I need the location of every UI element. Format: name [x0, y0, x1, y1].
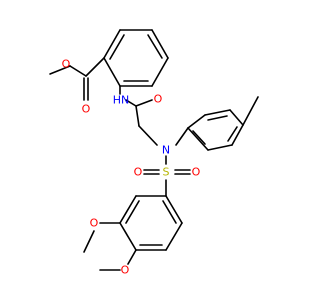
sulfonyl-oxygen-right-label: O: [192, 166, 201, 179]
ester-carbonyl-oxygen-label: O: [82, 103, 91, 116]
chemical-structure: O O HN O N S O O O O: [49, 29, 259, 277]
sulfonamide-nitrogen-label: N: [162, 144, 170, 157]
amide-nitrogen-label: HN: [113, 94, 130, 107]
methoxy-oxygen-4-label: O: [121, 264, 130, 277]
methoxy-oxygen-3-label: O: [90, 217, 99, 230]
sulfonyl-oxygen-left-label: O: [134, 166, 143, 179]
amide-oxygen-label: O: [154, 93, 163, 106]
atom-labels: O O HN O N S O O O O: [62, 58, 201, 277]
bond-lines: [49, 29, 259, 271]
sulfur-atom-label: S: [163, 166, 170, 179]
ester-ether-oxygen-label: O: [62, 58, 71, 71]
